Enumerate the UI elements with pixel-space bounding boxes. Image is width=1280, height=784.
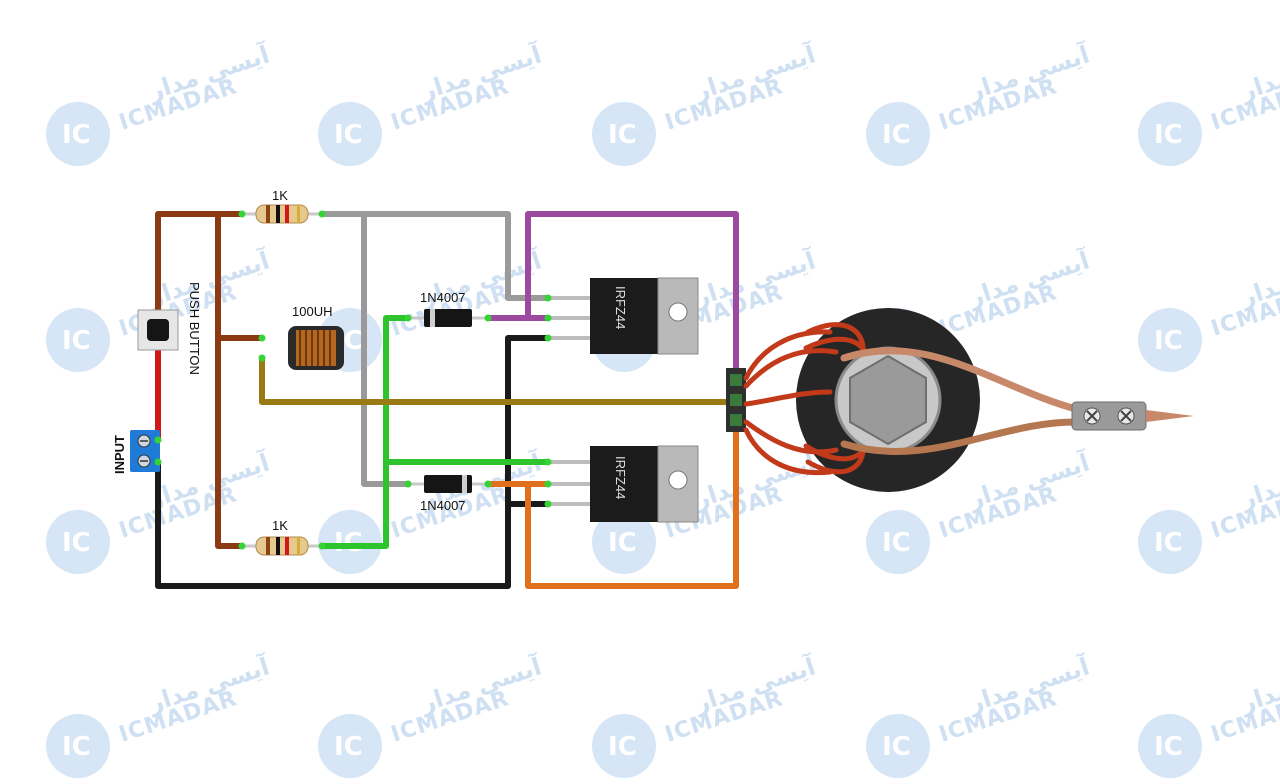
wire-green [319, 315, 411, 549]
icmadar-logo-icon [318, 714, 382, 778]
watermark-logo-text: IC [608, 732, 637, 762]
wire-orange [525, 417, 739, 589]
soldering-tip-icon [1071, 401, 1147, 431]
diode-top-label: 1N4007 [420, 290, 466, 305]
diode-bottom [408, 475, 488, 493]
icmadar-logo-icon [866, 102, 930, 166]
mosfet-top [548, 277, 699, 355]
watermark-text-persian: آیسی مدار [1236, 245, 1280, 312]
resistor-top [242, 204, 322, 224]
diode-top [408, 309, 488, 327]
diode-icon [424, 309, 472, 327]
resistor-icon [255, 204, 309, 224]
mosfet-bottom-label: IRFZ44 [613, 456, 628, 499]
heater-tip [840, 347, 1194, 455]
icmadar-logo-icon [46, 102, 110, 166]
watermark-logo-text: IC [608, 528, 637, 558]
icmadar-logo-icon [592, 714, 656, 778]
icmadar-logo-icon [866, 510, 930, 574]
watermark-logo-text: IC [882, 528, 911, 558]
icmadar-logo-icon [318, 102, 382, 166]
inductor-label: 100UH [292, 304, 332, 319]
wire-brown [215, 211, 245, 549]
watermark-logo-text: IC [1154, 120, 1183, 150]
icmadar-logo-icon [866, 714, 930, 778]
watermark-logo-text: IC [608, 120, 637, 150]
junction-dots [154, 210, 552, 550]
icmadar-logo-icon [592, 102, 656, 166]
watermark-logo-text: IC [1154, 528, 1183, 558]
icmadar-logo-icon [46, 510, 110, 574]
mosfet-bottom [548, 445, 699, 523]
push-button-label: PUSH BUTTON [187, 282, 202, 375]
icmadar-logo-icon [318, 510, 382, 574]
wire-olive [259, 355, 739, 405]
resistor-bottom [242, 536, 322, 556]
wire-black [155, 335, 551, 589]
icmadar-logo-icon [1138, 510, 1202, 574]
watermark-logo-text: IC [334, 120, 363, 150]
icmadar-logo-icon [46, 308, 110, 372]
watermark-logo-text: IC [62, 326, 91, 356]
coil-connector [726, 368, 746, 432]
icmadar-logo-icon [1138, 714, 1202, 778]
watermark-logo-text: IC [1154, 326, 1183, 356]
watermark-text-persian: آیسی مدار [1236, 651, 1280, 718]
toroid-coil [743, 308, 980, 492]
wires [155, 211, 739, 589]
mosfet-top-label: IRFZ44 [613, 286, 628, 329]
diode-icon [424, 475, 472, 493]
icmadar-logo-icon [1138, 308, 1202, 372]
watermark-logo-text: IC [62, 732, 91, 762]
watermark-text-persian: آیسی مدار [1236, 447, 1280, 514]
watermark-logo-text: IC [882, 120, 911, 150]
watermark-logo-text: IC [882, 732, 911, 762]
watermark-logo-text: IC [62, 120, 91, 150]
resistor-top-label: 1K [272, 188, 288, 203]
mosfet-icon [590, 446, 658, 522]
icmadar-logo-icon [592, 510, 656, 574]
watermark-logo-text: IC [62, 528, 91, 558]
inductor [288, 326, 344, 370]
mosfet-icon [590, 278, 658, 354]
wire-brown [155, 211, 245, 318]
wire-gray [361, 211, 411, 487]
watermark-logo-text: IC [334, 732, 363, 762]
icmadar-logo-icon [1138, 102, 1202, 166]
diode-bottom-label: 1N4007 [420, 498, 466, 513]
watermark-text-persian: آیسی مدار [1236, 39, 1280, 106]
input-terminal [130, 430, 160, 472]
icmadar-logo-icon [46, 714, 110, 778]
push-button-icon [147, 319, 169, 341]
push-button[interactable] [137, 309, 179, 351]
screw-terminal-icon [130, 430, 160, 472]
resistor-icon [255, 536, 309, 556]
input-label: INPUT [112, 435, 127, 474]
watermark-logo-text: IC [1154, 732, 1183, 762]
resistor-bottom-label: 1K [272, 518, 288, 533]
wire-purple [525, 211, 739, 381]
